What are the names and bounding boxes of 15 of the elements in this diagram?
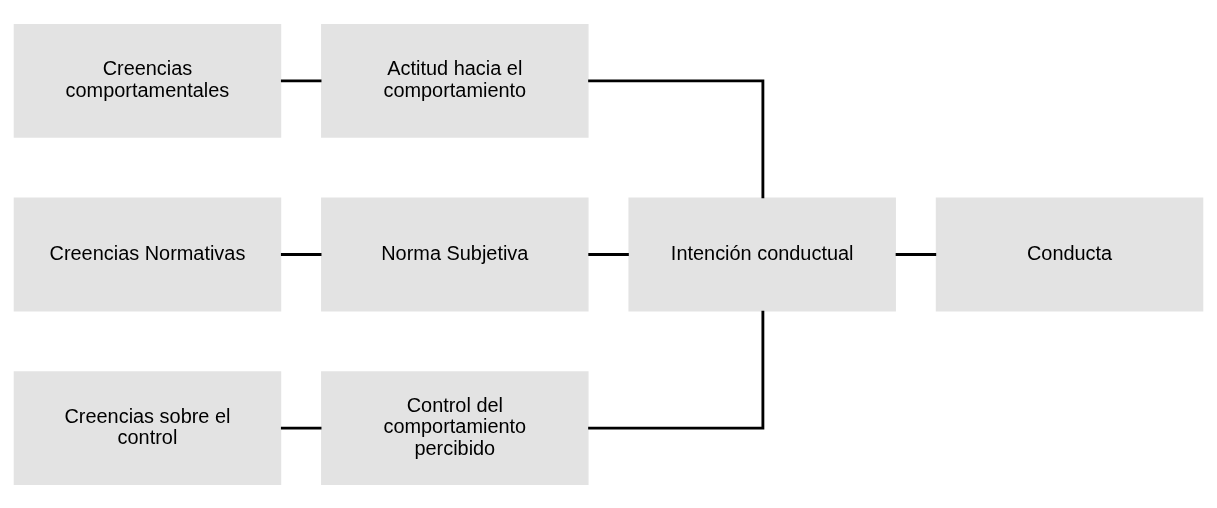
connector	[588, 78, 765, 198]
connector	[280, 78, 322, 82]
node-box: Norma Subjetiva	[321, 197, 589, 311]
node-box: Intención conductual	[628, 197, 896, 311]
connector	[588, 310, 765, 430]
node-box: Creencias comportamentales	[13, 23, 282, 138]
node-box: Creencias sobre el control	[13, 370, 282, 485]
node-box: Conducta	[935, 197, 1204, 311]
connector	[588, 252, 629, 256]
node-box: Creencias Normativas	[13, 197, 282, 311]
connector	[280, 426, 322, 430]
node-box: Control del comportamiento percibido	[321, 370, 589, 485]
node-box: Actitud hacia el comportamiento	[321, 23, 589, 138]
connector	[895, 252, 937, 256]
connector	[280, 252, 322, 256]
